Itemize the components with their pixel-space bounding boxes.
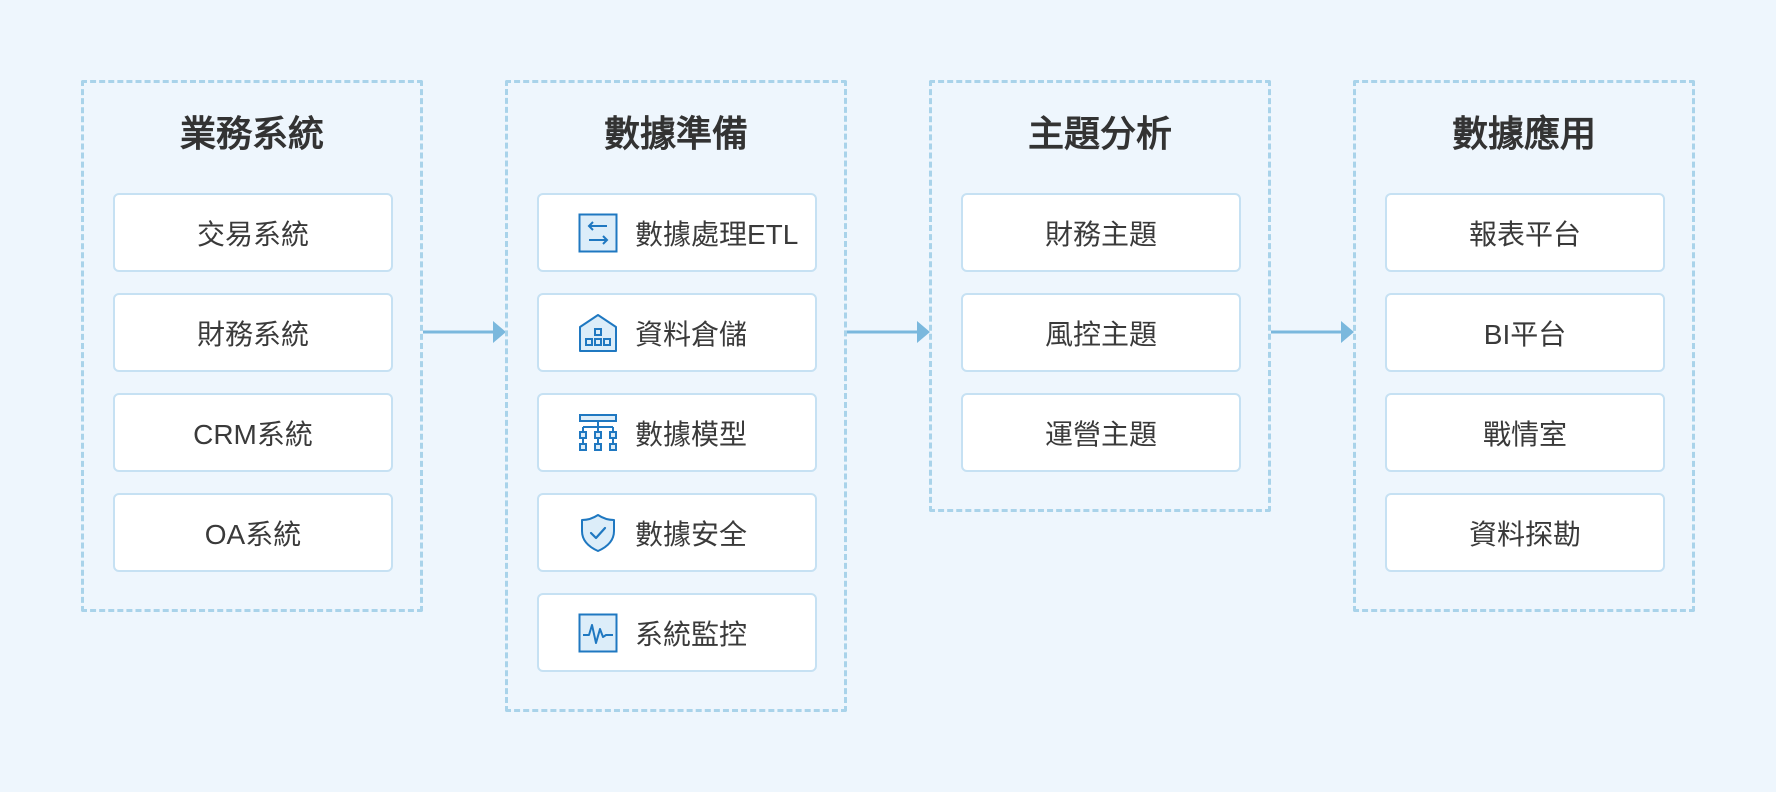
card-item: 數據模型 [537,393,817,472]
warehouse-icon [579,313,617,352]
card-item: 資料探勘 [1385,493,1665,572]
card-item: 資料倉儲 [537,293,817,372]
column-title: 數據準備 [603,113,748,154]
card-label: 資料探勘 [1468,518,1581,550]
card-label: OA系統 [204,518,302,550]
card-label: 財務主題 [1044,218,1157,250]
card-item: 系統監控 [537,593,817,672]
card-item: 交易系統 [113,193,393,272]
etl-transfer-icon [578,213,618,252]
card-item: 數據安全 [537,493,817,572]
flow-arrow-icon [423,321,506,343]
card-label: 系統監控 [635,618,748,650]
card-label: 財務系統 [196,318,309,350]
card-label: 戰情室 [1482,418,1567,450]
card-label: 數據安全 [635,518,748,550]
card-item: BI平台 [1385,293,1665,372]
column-business-systems: 業務系統 交易系統 財務系統 CRM系統 OA系統 [81,80,423,612]
card-label: BI平台 [1483,318,1567,350]
column-data-preparation: 數據準備 數據處理ETL 資料倉儲 [505,80,847,712]
hierarchy-model-icon [579,413,617,451]
card-item: 財務主題 [961,193,1241,272]
card-label: CRM系統 [193,418,313,450]
column-title: 數據應用 [1451,113,1596,154]
card-label: 交易系統 [196,218,309,250]
column-title: 主題分析 [1027,113,1172,154]
flow-arrow-icon [847,321,930,343]
column-topic-analysis: 主題分析 財務主題 風控主題 運營主題 [929,80,1271,512]
card-label: 運營主題 [1044,418,1157,450]
card-item: 運營主題 [961,393,1241,472]
card-item: CRM系統 [113,393,393,472]
pulse-monitor-icon [578,613,618,652]
column-data-applications: 數據應用 報表平台 BI平台 戰情室 資料探勘 [1353,80,1695,612]
card-item: 風控主題 [961,293,1241,372]
card-label: 數據處理ETL [635,218,799,250]
card-item: 戰情室 [1385,393,1665,472]
card-item: 財務系統 [113,293,393,372]
card-label: 風控主題 [1044,318,1157,350]
shield-check-icon [581,513,615,552]
card-label: 數據模型 [635,418,748,450]
card-label: 資料倉儲 [635,318,748,350]
card-item: OA系統 [113,493,393,572]
card-item: 數據處理ETL [537,193,817,272]
flow-arrow-icon [1271,321,1354,343]
card-item: 報表平台 [1385,193,1665,272]
column-title: 業務系統 [179,113,324,154]
card-label: 報表平台 [1468,218,1581,250]
